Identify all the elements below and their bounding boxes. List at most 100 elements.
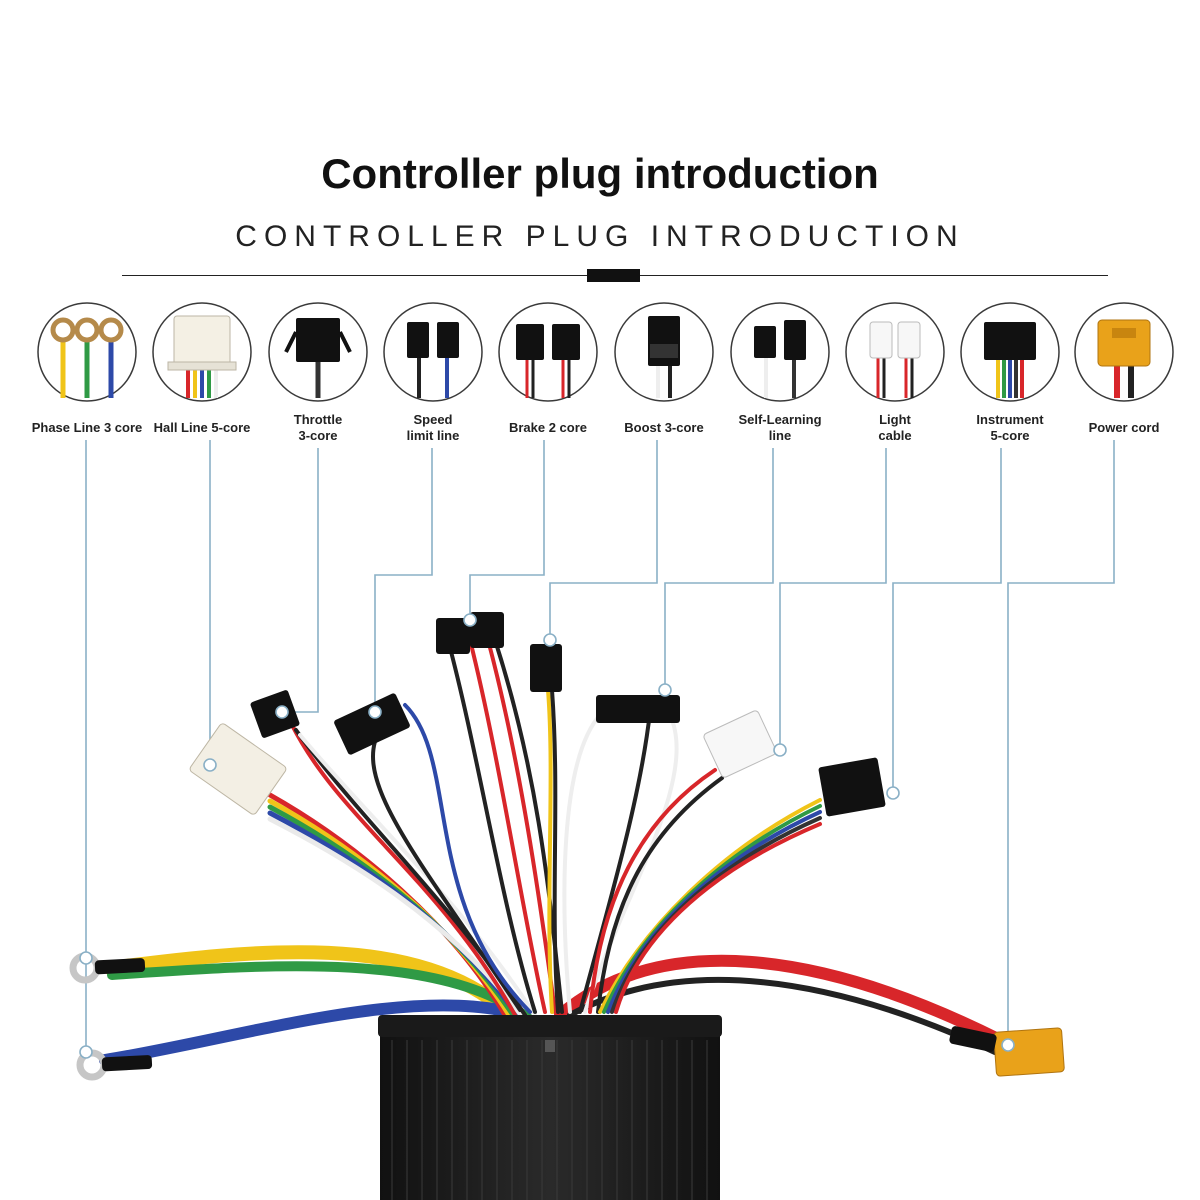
wire (562, 713, 602, 1014)
icon-plug-body (552, 324, 580, 360)
wire (546, 688, 554, 1014)
plug-icon-5 (498, 302, 598, 402)
leader-dot-7 (658, 683, 672, 697)
icon-plug-body (784, 320, 806, 360)
wire (610, 816, 822, 1014)
plug-icon-7 (730, 302, 830, 402)
icon-ring-terminal (74, 317, 100, 343)
wire (550, 688, 560, 1014)
wire-bundle (99, 638, 1006, 1066)
ring-sleeve (101, 1055, 153, 1072)
wire (298, 733, 537, 1017)
xt60-connector (993, 1027, 1065, 1077)
leader-line-6 (549, 440, 658, 640)
plug-icon-6 (614, 302, 714, 402)
icon-plug-body (407, 322, 429, 358)
plug-icon-ring (383, 302, 483, 402)
icon-white-plug (897, 321, 921, 359)
icon-plug-body (754, 326, 776, 358)
icon-xt60-slot (1112, 328, 1136, 338)
plug-icons (37, 302, 1174, 402)
leader-line-9 (892, 448, 1002, 793)
wire (370, 728, 522, 1012)
leader-dot-3 (275, 705, 289, 719)
wire (614, 822, 822, 1014)
wire (554, 954, 1006, 1046)
plug-icon-ring (845, 302, 945, 402)
wire (578, 710, 652, 1014)
controller-screw (545, 1040, 555, 1052)
icon-plug-body (296, 318, 340, 362)
leader-line-7 (664, 448, 774, 690)
power-sleeve (949, 1026, 997, 1052)
plug-icon-10 (1074, 302, 1174, 402)
wire (107, 961, 533, 1023)
plug-label-4: Speed limit line (406, 412, 460, 443)
icon-plug-detail (650, 344, 678, 358)
plug-icon-1 (37, 302, 137, 402)
hall-connector (189, 723, 287, 815)
self-learning-connector (596, 695, 680, 723)
icon-ring-terminal (98, 317, 124, 343)
plug-label-3: Throttle 3-core (293, 412, 343, 443)
plug-icon-ring (498, 302, 598, 402)
leader-line-5 (469, 440, 545, 620)
plug-label-10: Power cord (1088, 420, 1160, 435)
plug-icon-2 (152, 302, 252, 402)
icon-plug-body (437, 322, 459, 358)
wire (403, 703, 532, 1014)
page-title: Controller plug introduction (321, 150, 879, 197)
wire (468, 638, 547, 1014)
throttle-connector (250, 690, 300, 738)
leader-dot-phase-2 (79, 951, 93, 965)
light-connector (703, 710, 777, 778)
plug-label-1: Phase Line 3 core (31, 420, 143, 435)
wire (99, 999, 506, 1066)
plug-label-6: Boost 3-core (624, 420, 704, 435)
leader-line-8 (779, 448, 887, 750)
icon-housing-lip (167, 361, 237, 371)
leader-line-4 (374, 448, 433, 712)
leader-line-10 (1007, 440, 1115, 1045)
speed-limit-connector (334, 693, 410, 755)
icon-white-housing (173, 315, 231, 369)
leader-dot-1 (79, 1045, 93, 1059)
plug-icon-3 (268, 302, 368, 402)
wire (446, 638, 537, 1014)
boost-connector (530, 644, 562, 692)
controller-box (378, 1015, 722, 1200)
leader-line-3 (282, 448, 319, 713)
leader-dot-5 (463, 613, 477, 627)
plug-icon-9 (960, 302, 1060, 402)
brake-connector-1 (436, 618, 470, 654)
plug-icon-8 (845, 302, 945, 402)
divider-tab (587, 269, 640, 282)
plug-label-9: Instrument 5-core (976, 412, 1044, 443)
leader-dot-10 (1001, 1038, 1015, 1052)
leader-dot-8 (773, 743, 787, 757)
wire (588, 768, 717, 1014)
icon-ring-terminal (50, 317, 76, 343)
plug-label-5: Brake 2 core (508, 420, 588, 435)
plug-label-2: Hall Line 5-core (153, 420, 251, 435)
plug-label-7: Self-Learning line (738, 412, 822, 443)
wire (606, 810, 822, 1014)
wire (596, 776, 724, 1014)
instrument-connector (818, 757, 886, 817)
plug-icon-4 (383, 302, 483, 402)
icon-plug-clip (284, 331, 352, 353)
leader-dot-2 (203, 758, 217, 772)
wire (486, 638, 557, 1014)
brake-connector-2 (470, 612, 504, 648)
icon-plug-body (648, 316, 680, 366)
icon-plug-body (984, 322, 1036, 360)
icon-plug-body (516, 324, 544, 360)
plug-icon-ring (730, 302, 830, 402)
icon-xt60-body (1097, 319, 1151, 367)
ring-sleeve (94, 958, 146, 975)
leader-dots (79, 613, 1015, 1059)
leader-dot-6 (543, 633, 557, 647)
icon-white-plug (869, 321, 893, 359)
leader-dot-9 (886, 786, 900, 800)
leader-dot-4 (368, 705, 382, 719)
